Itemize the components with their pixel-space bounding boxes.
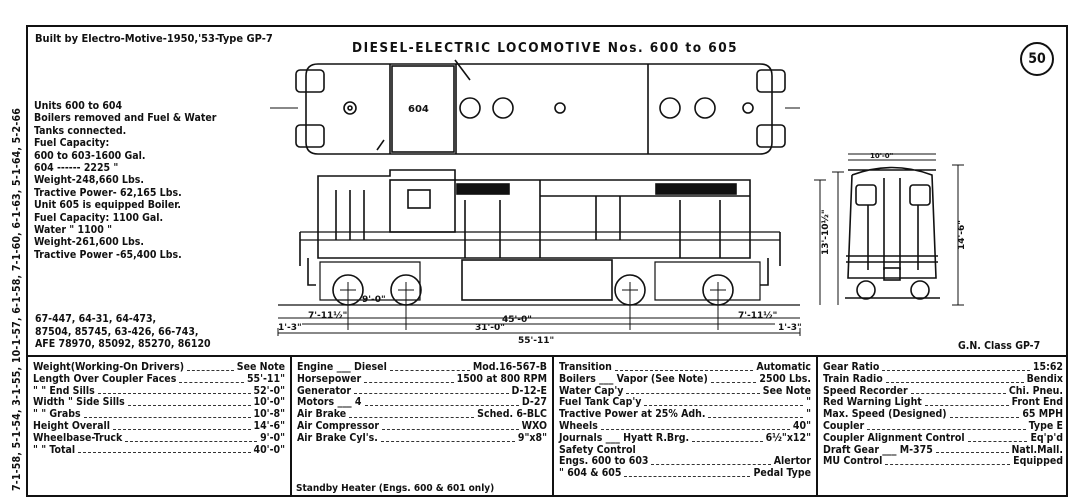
note-line: Weight-261,600 Lbs. (34, 236, 144, 249)
note-line: Weight-248,660 Lbs. (34, 174, 144, 187)
page-number-badge: 50 (1020, 42, 1054, 76)
dim-truck-center: 31'-0" (475, 323, 505, 333)
note-line: 600 to 603-1600 Gal. (34, 149, 146, 162)
dim-length-total: 55'-11" (518, 336, 554, 346)
spec-row: Journals ___ Hyatt R.Brg.6½"x12" (559, 431, 811, 444)
dim-right-overhang: 7'-11½" (738, 310, 777, 321)
spec-row: Tractive Power at 25% Adh." (559, 408, 811, 421)
note-line: Tractive Power -65,400 Lbs. (34, 248, 182, 261)
cab-number-label: 604 (408, 104, 429, 115)
dim-left-overhang: 7'-11½" (308, 310, 347, 321)
mod-line: 67-447, 64-31, 64-473, (35, 313, 157, 325)
class-label: G.N. Class GP-7 (958, 340, 1041, 352)
dim-fuel-span: 45'-0" (502, 315, 532, 325)
side-elevation (278, 169, 800, 306)
dim-width-top: 10'-0" (870, 152, 893, 160)
plan-view (270, 59, 800, 155)
dim-end-right: 1'-3" (778, 323, 802, 333)
dim-truck-wheelbase: 9'-0" (362, 295, 386, 305)
mod-line: AFE 78970, 85092, 85270, 86120 (35, 338, 211, 350)
page-title: DIESEL-ELECTRIC LOCOMOTIVE Nos. 600 to 6… (352, 40, 739, 56)
dim-end-left: 1'-3" (278, 323, 302, 333)
dim-height-total: 14'-6" (957, 220, 967, 250)
note-line: Boilers removed and Fuel & Water (34, 112, 217, 125)
sheet-border (26, 25, 1068, 497)
spec-row: Safety Control (559, 443, 636, 456)
end-view (845, 153, 964, 306)
note-line: Tractive Power- 62,165 Lbs. (34, 186, 182, 199)
spec-column-dimensions: Weight(Working-On Drivers)See Note Lengt… (28, 355, 292, 496)
standby-heater-note: Standby Heater (Engs. 600 & 601 only) (296, 483, 495, 494)
spec-row: Weight(Working-On Drivers)See Note (33, 361, 285, 373)
note-line: Units 600 to 604 (34, 100, 123, 112)
dimension-lines (277, 171, 844, 336)
note-line: Unit 605 is equipped Boiler. (34, 199, 182, 212)
spec-row: Boilers ___ Vapor (See Note)2500 Lbs. (559, 372, 811, 385)
unit-notes: Units 600 to 604 Boilers removed and Fue… (34, 100, 274, 261)
note-line: Tanks connected. (34, 124, 127, 137)
modification-numbers: 67-447, 64-31, 64-473, 87504, 85745, 63-… (35, 313, 285, 351)
spec-row: Max. Speed (Designed)65 MPH (823, 408, 1063, 421)
note-line: 604 ------ 2225 " (34, 162, 119, 175)
dim-height-cab: 13'-10½" (820, 209, 831, 255)
mod-line: 87504, 85745, 63-426, 66-743, (35, 325, 199, 338)
note-line: Fuel Capacity: 1100 Gal. (34, 211, 164, 224)
spec-row: Fuel Tank Cap'y" (559, 396, 811, 409)
spec-row: Air Brake Cyl's.9"x8" (297, 431, 547, 444)
note-line: Fuel Capacity: (34, 137, 110, 150)
note-line: Water " 1100 " (34, 224, 113, 237)
builder-line: Built by Electro-Motive-1950,'53-Type GP… (35, 32, 273, 45)
